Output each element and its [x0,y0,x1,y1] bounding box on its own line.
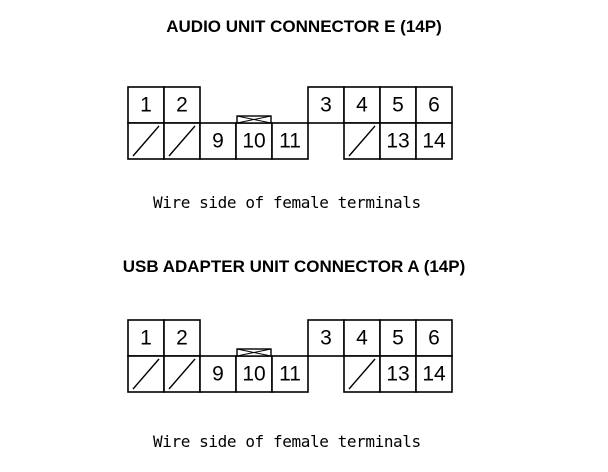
pin-cell-label: 11 [279,363,301,386]
blank-slash [168,358,196,390]
connector-caption: Wire side of female terminals [153,432,421,451]
pin-cell-label: 14 [422,130,446,153]
pin-cell-label: 3 [320,94,332,117]
pin-cell-label: 10 [242,363,265,386]
lock-tab-cross [236,115,272,124]
pin-cell-label: 2 [176,327,188,350]
pin-cell-label: 10 [242,130,265,153]
blank-slash [132,125,160,157]
pin-cell-label: 9 [212,130,224,153]
pin-cell [415,122,453,160]
pin-cell-label: 6 [428,94,440,117]
pin-cell [199,122,237,160]
pin-cell-label: 4 [356,327,368,350]
pin-cell [199,355,237,393]
pin-cell [127,319,165,357]
blank-slash [348,125,376,157]
connector-caption: Wire side of female terminals [153,193,421,212]
pin-cell [379,355,417,393]
blank-cell [343,122,381,160]
pin-cell [415,355,453,393]
pin-cell-label: 1 [140,327,152,350]
connector-title: AUDIO UNIT CONNECTOR E (14P) [166,17,442,36]
pin-cell-label: 9 [212,363,224,386]
pin-cell-label: 3 [320,327,332,350]
pin-cell-label: 13 [386,130,409,153]
pin-cell-label: 5 [392,327,404,350]
pin-cell [163,319,201,357]
pin-cell [235,122,273,160]
pin-cell [271,355,309,393]
connector-title: USB ADAPTER UNIT CONNECTOR A (14P) [122,257,466,276]
pin-cell [307,86,345,124]
pin-cell-label: 2 [176,94,188,117]
pin-cell [271,122,309,160]
pin-cell [379,319,417,357]
pin-cell [163,86,201,124]
pin-cell-label: 11 [279,130,301,153]
pin-cell-label: 13 [386,363,409,386]
pin-cell-label: 14 [422,363,446,386]
blank-cell [343,355,381,393]
pin-cell [415,319,453,357]
blank-slash [168,125,196,157]
pin-cell-label: 4 [356,94,368,117]
lock-tab-cross [236,348,272,357]
pin-cell-label: 5 [392,94,404,117]
blank-slash [132,358,160,390]
pin-cell-label: 6 [428,327,440,350]
pin-cell-label: 1 [140,94,152,117]
blank-slash [348,358,376,390]
blank-cell [163,355,201,393]
